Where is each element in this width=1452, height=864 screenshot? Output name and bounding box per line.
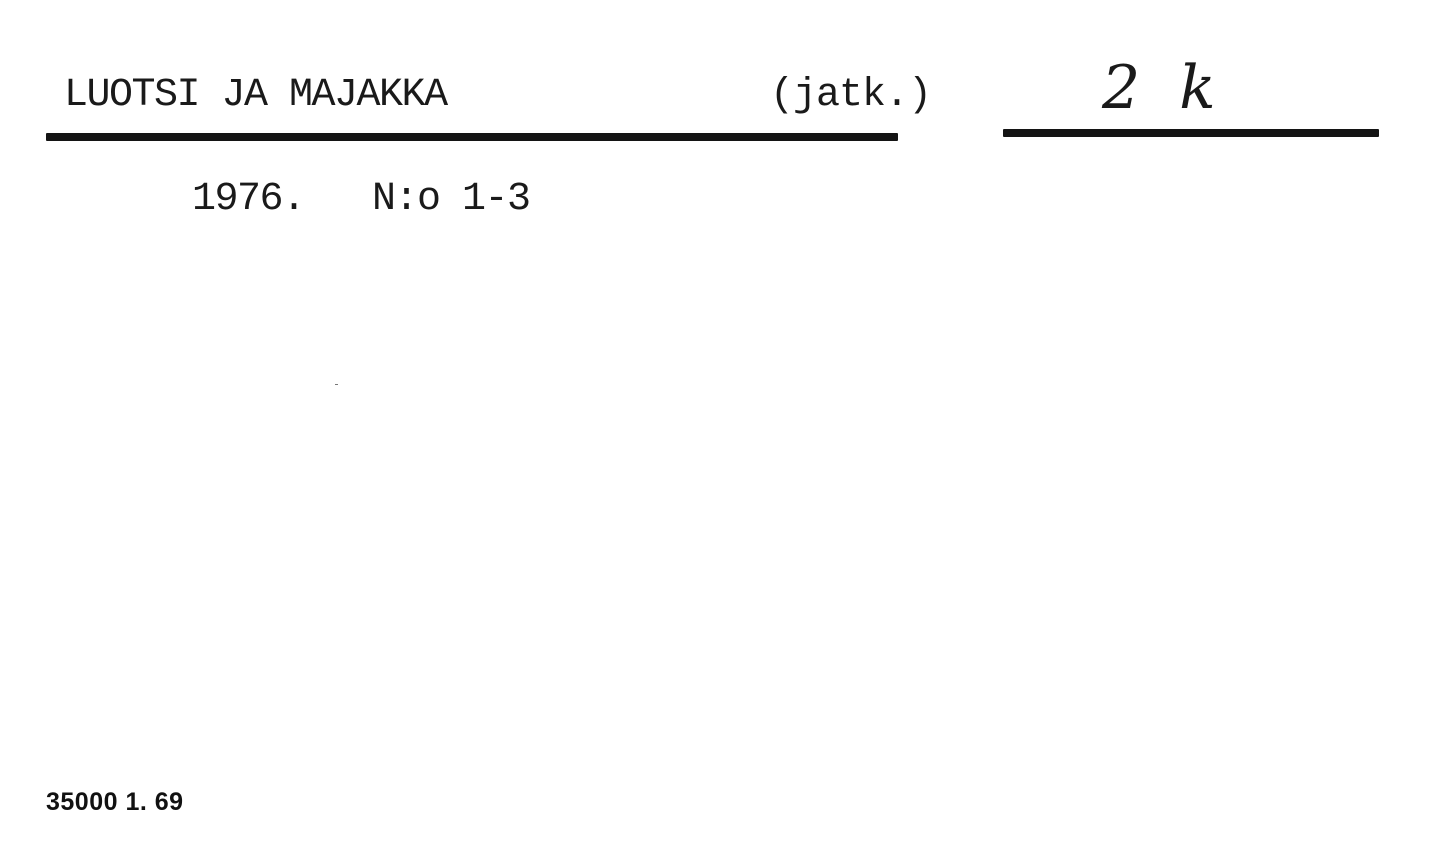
paper-speck [335,384,338,385]
shelf-mark-underline [1003,129,1379,137]
card-print-code: 35000 1. 69 [46,788,184,816]
card-title: LUOTSI JA MAJAKKA [64,73,448,118]
continued-note: (jatk.) [770,73,932,118]
title-underline [46,133,898,141]
handwritten-shelf-mark: 2 k [1102,53,1226,123]
holdings-line: 1976. N:o 1-3 [192,177,531,222]
